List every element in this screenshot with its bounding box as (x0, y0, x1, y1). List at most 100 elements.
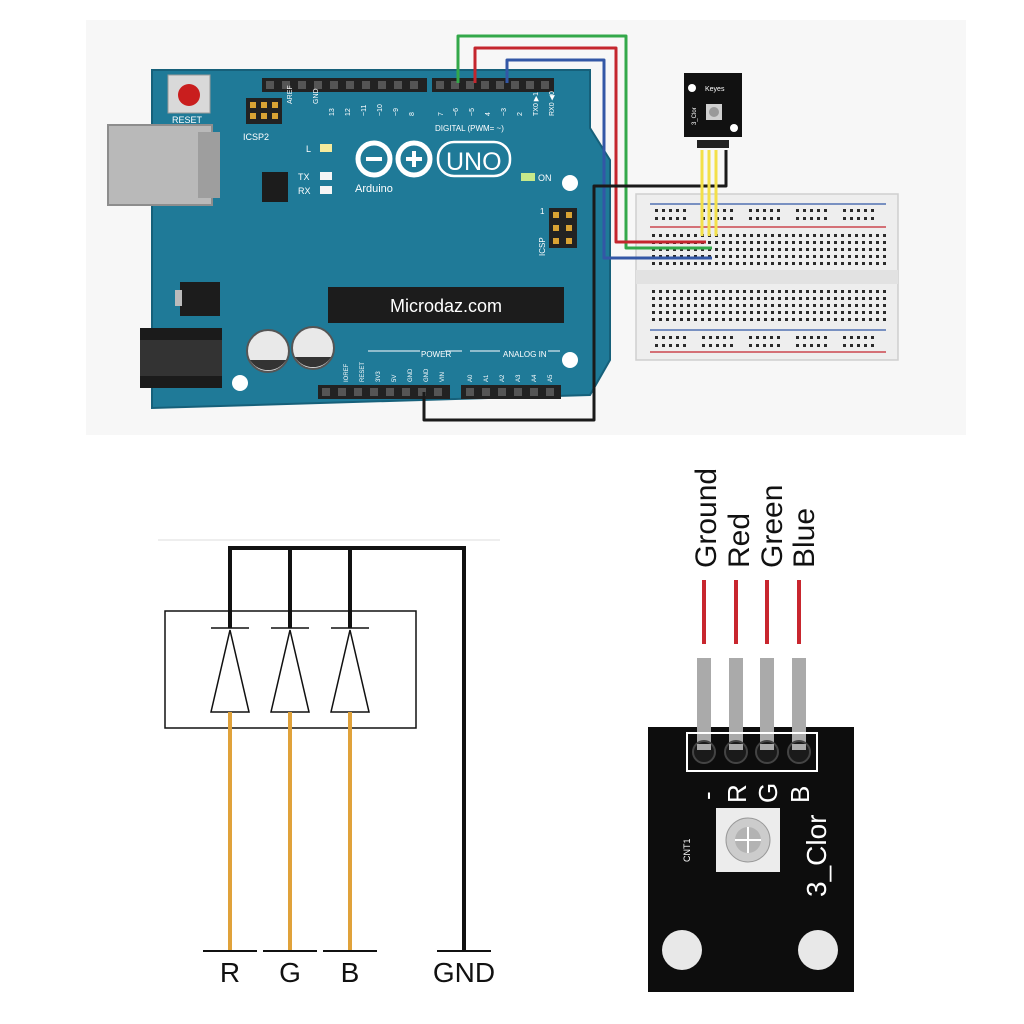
digital-pin-label: RX0 ◀0 (549, 91, 556, 116)
breadboard-hole (673, 297, 676, 300)
header-pin (436, 81, 444, 89)
breadboard-hole (869, 255, 872, 258)
breadboard-hole (757, 311, 760, 314)
breadboard-hole (687, 234, 690, 237)
breadboard-hole (827, 234, 830, 237)
breadboard-hole (655, 336, 658, 339)
breadboard-hole (736, 234, 739, 237)
breadboard-hole (652, 290, 655, 293)
breadboard-hole (850, 344, 853, 347)
breadboard-hole (750, 262, 753, 265)
schematic-label-b: B (341, 957, 360, 988)
breadboard-hole (792, 234, 795, 237)
breadboard-hole (883, 290, 886, 293)
breadboard-hole (792, 262, 795, 265)
breadboard-hole (850, 209, 853, 212)
breadboard-hole (652, 262, 655, 265)
breadboard-hole (729, 241, 732, 244)
breadboard-hole (764, 241, 767, 244)
power-label: POWER (421, 350, 451, 359)
breadboard-hole (848, 262, 851, 265)
header-pin (496, 81, 504, 89)
wire-black (422, 150, 728, 422)
breadboard-hole (778, 248, 781, 251)
breadboard-hole (855, 318, 858, 321)
breadboard-hole (743, 304, 746, 307)
breadboard-hole (834, 304, 837, 307)
breadboard-hole (778, 255, 781, 258)
digital-label: DIGITAL (PWM= ~) (435, 124, 504, 133)
gnd-pin-label: GND (313, 88, 320, 104)
breadboard-hole (730, 336, 733, 339)
breadboard-hole (869, 290, 872, 293)
diode-red (210, 627, 250, 713)
digital-pin-label: ~9 (393, 108, 400, 116)
led-l (320, 144, 332, 152)
breadboard-hole (750, 311, 753, 314)
breadboard-hole (730, 217, 733, 220)
breadboard-hole (708, 304, 711, 307)
breadboard-hole (652, 297, 655, 300)
breadboard-hole (715, 241, 718, 244)
breadboard-hole (771, 234, 774, 237)
breadboard-hole (817, 217, 820, 220)
breadboard-hole (722, 304, 725, 307)
breadboard-hole (722, 241, 725, 244)
breadboard-hole (799, 318, 802, 321)
breadboard-hole (659, 304, 662, 307)
breadboard-hole (799, 297, 802, 300)
breadboard-hole (862, 248, 865, 251)
breadboard-hole (673, 311, 676, 314)
reset-label: RESET (172, 115, 203, 125)
breadboard-hole (683, 209, 686, 212)
breadboard-hole (813, 304, 816, 307)
breadboard-hole (792, 241, 795, 244)
power-pin-label: RESET (360, 362, 366, 382)
breadboard-hole (770, 336, 773, 339)
header-pin (330, 81, 338, 89)
breadboard-hole (848, 297, 851, 300)
power-pin-label: 3V3 (376, 371, 382, 382)
breadboard-hole (785, 255, 788, 258)
breadboard-hole (855, 297, 858, 300)
breadboard-hole (722, 311, 725, 314)
digital-pin-label: 2 (517, 112, 524, 116)
breadboard-hole (799, 311, 802, 314)
led-rx (320, 186, 332, 194)
power-pin-label: GND (424, 368, 430, 382)
breadboard-hole (820, 290, 823, 293)
breadboard-hole (756, 217, 759, 220)
rgb-led-schematic: R G B GND (158, 539, 500, 988)
breadboard-hole (750, 290, 753, 293)
header-pin (346, 81, 354, 89)
breadboard-hole (666, 290, 669, 293)
header-pin (322, 388, 330, 396)
breadboard-hole (771, 311, 774, 314)
breadboard-hole (750, 304, 753, 307)
small-module-brand: Keyes (705, 86, 725, 93)
breadboard-hole (824, 344, 827, 347)
analog-pin-label: A5 (548, 374, 554, 382)
breadboard-hole (871, 217, 874, 220)
breadboard-hole (785, 262, 788, 265)
breadboard-hole (687, 290, 690, 293)
header-pin (282, 81, 290, 89)
breadboard-hole (820, 255, 823, 258)
breadboard-hole (666, 304, 669, 307)
breadboard-hole (659, 234, 662, 237)
breadboard-hole (810, 336, 813, 339)
breadboard-hole (848, 241, 851, 244)
breadboard-hole (820, 248, 823, 251)
breadboard-hole (750, 318, 753, 321)
power-pin-label: 5V (392, 375, 398, 382)
breadboard-hole (841, 241, 844, 244)
breadboard-hole (729, 262, 732, 265)
breadboard-hole (757, 304, 760, 307)
breadboard-hole (827, 297, 830, 300)
mounting-hole (798, 930, 838, 970)
analog-in-label: ANALOG IN (503, 350, 547, 359)
header-pin (338, 388, 346, 396)
breadboard-hole (764, 318, 767, 321)
breadboard-hole (855, 234, 858, 237)
breadboard-hole (834, 234, 837, 237)
